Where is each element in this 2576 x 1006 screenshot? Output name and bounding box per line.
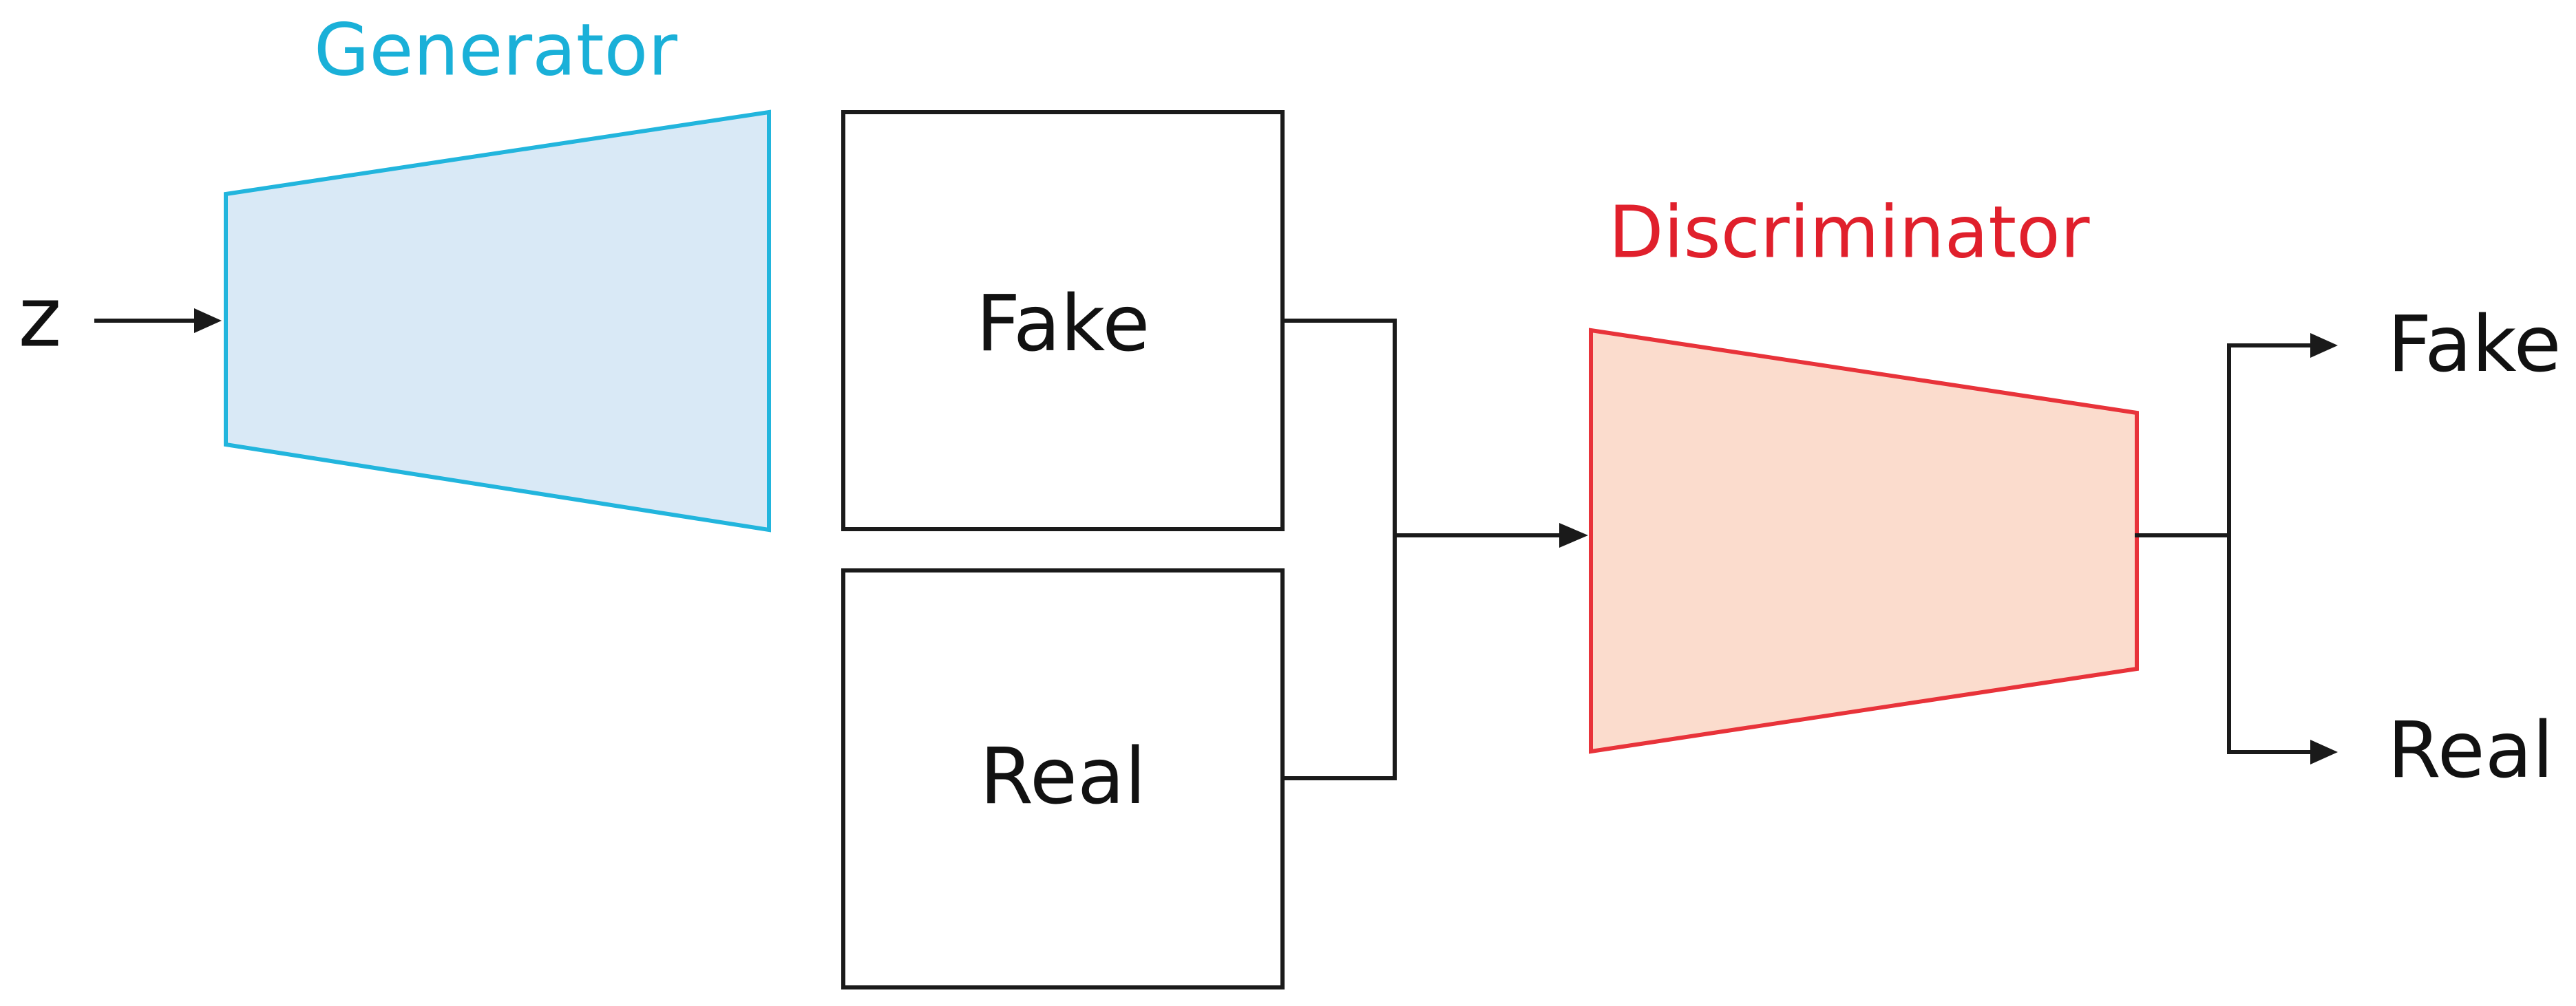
discriminator-input-arrowhead xyxy=(1559,523,1588,548)
fake-data-label: Fake xyxy=(976,279,1150,369)
generator-block xyxy=(224,109,771,533)
output-real-arrowhead xyxy=(2310,740,2338,764)
discriminator-title: Discriminator xyxy=(1608,190,2089,274)
input-z-label: z xyxy=(19,270,62,366)
output-real-label: Real xyxy=(2387,706,2553,795)
generator-title: Generator xyxy=(314,8,677,92)
output-fake-label: Fake xyxy=(2387,300,2562,389)
output-fake-arrowhead xyxy=(2310,333,2338,358)
input-arrowhead xyxy=(194,308,222,333)
real-data-label: Real xyxy=(980,732,1146,822)
real-data-box xyxy=(841,568,1285,989)
discriminator-block xyxy=(1589,328,2139,754)
fake-data-box xyxy=(841,110,1285,531)
output-split-line xyxy=(2227,343,2312,754)
fake-to-merge-line xyxy=(1280,319,1397,780)
